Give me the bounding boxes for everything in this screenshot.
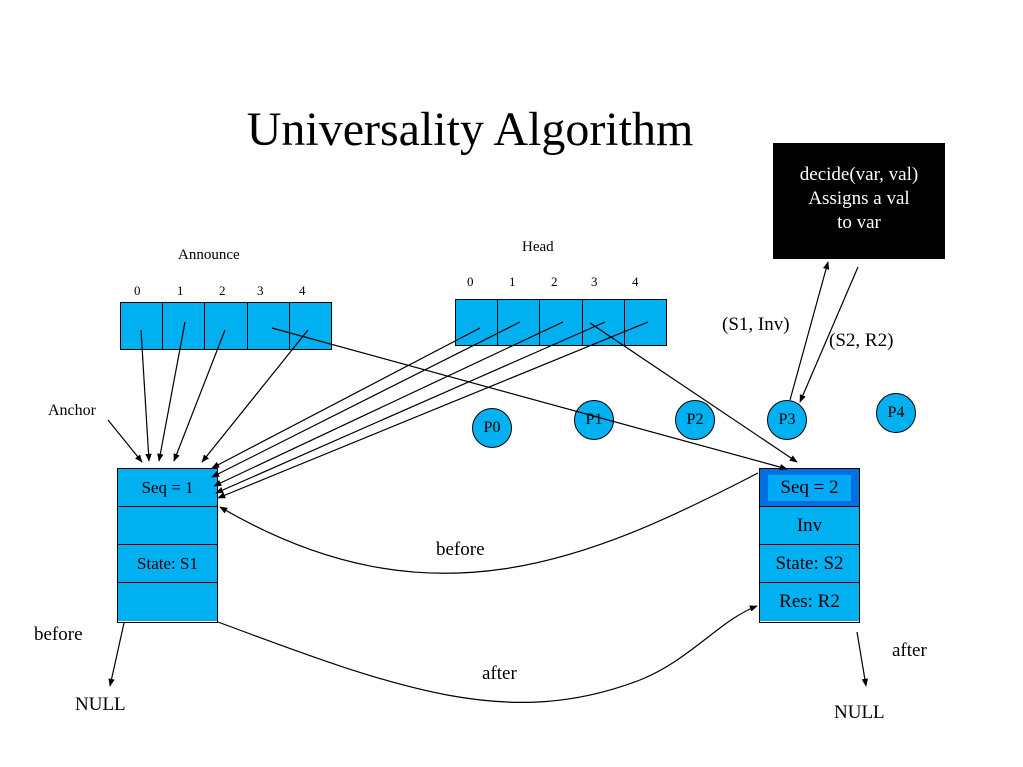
record-field-seq: Seq = 2 <box>760 469 859 507</box>
null-left: NULL <box>75 694 126 715</box>
announce-index-3: 3 <box>257 283 264 298</box>
announce-pointer-0 <box>140 329 152 462</box>
decide-line: Assigns a val <box>808 188 910 209</box>
record-seq-1: Seq = 1 State: S1 <box>117 468 218 623</box>
head-index-4: 4 <box>632 274 639 289</box>
announce-cell <box>205 303 248 349</box>
edge-label-after-right: after <box>892 640 927 661</box>
announce-pointer-3 <box>271 327 788 471</box>
decide-line: decide(var, val) <box>799 164 919 185</box>
edge-label-after: after <box>482 663 517 684</box>
head-pointer-1 <box>211 321 521 478</box>
record-seq-2: Seq = 2 Inv State: S2 Res: R2 <box>759 468 860 623</box>
anchor-pointer <box>107 419 143 463</box>
head-label: Head <box>522 239 554 255</box>
announce-cell <box>247 303 290 349</box>
record-field-result: Res: R2 <box>760 583 859 621</box>
record-2-after-null-arrow <box>856 631 868 687</box>
record-field-invocation <box>118 507 217 545</box>
before-arrow <box>219 472 759 574</box>
decide-to-p3-arrow <box>799 266 859 403</box>
process-p3: P3 <box>767 400 807 440</box>
announce-pointer-4 <box>201 329 309 463</box>
head-pointer-3 <box>215 321 606 494</box>
anchor-label: Anchor <box>48 402 96 419</box>
announce-pointer-2 <box>173 329 226 462</box>
record-field-state: State: S1 <box>118 545 217 583</box>
head-index-1: 1 <box>509 274 516 289</box>
process-p2: P2 <box>675 400 715 440</box>
record-1-before-null-arrow <box>108 622 125 687</box>
record-field-seq: Seq = 1 <box>118 469 217 507</box>
announce-index-1: 1 <box>177 283 184 298</box>
edge-label-s2-r2: (S2, R2) <box>829 330 894 351</box>
announce-index-0: 0 <box>134 283 141 298</box>
head-pointer-4 <box>217 321 649 499</box>
announce-cell <box>289 303 332 349</box>
null-right: NULL <box>834 702 885 723</box>
record-field-result <box>118 583 217 621</box>
edge-label-before: before <box>436 539 485 560</box>
head-pointer-2 <box>213 321 564 487</box>
page-title: Universality Algorithm <box>246 103 694 156</box>
announce-label: Announce <box>178 247 240 263</box>
head-pointer-3-to-record-2 <box>589 322 798 463</box>
announce-index-4: 4 <box>299 283 306 298</box>
p3-to-decide-arrow <box>789 261 830 401</box>
decide-line: to var <box>837 212 881 233</box>
head-index-2: 2 <box>551 274 558 289</box>
process-p0: P0 <box>472 408 512 448</box>
head-index-0: 0 <box>467 274 474 289</box>
record-field-invocation: Inv <box>760 507 859 545</box>
process-p4: P4 <box>876 393 916 433</box>
edge-label-s1-inv: (S1, Inv) <box>722 314 790 335</box>
head-index-3: 3 <box>591 274 598 289</box>
announce-pointer-1 <box>157 321 186 462</box>
edge-label-before-left: before <box>34 624 83 645</box>
head-pointer-0 <box>211 327 481 469</box>
decide-box: decide(var, val) Assigns a val to var <box>773 143 945 259</box>
announce-index-2: 2 <box>219 283 226 298</box>
after-arrow <box>217 605 758 703</box>
record-field-state: State: S2 <box>760 545 859 583</box>
